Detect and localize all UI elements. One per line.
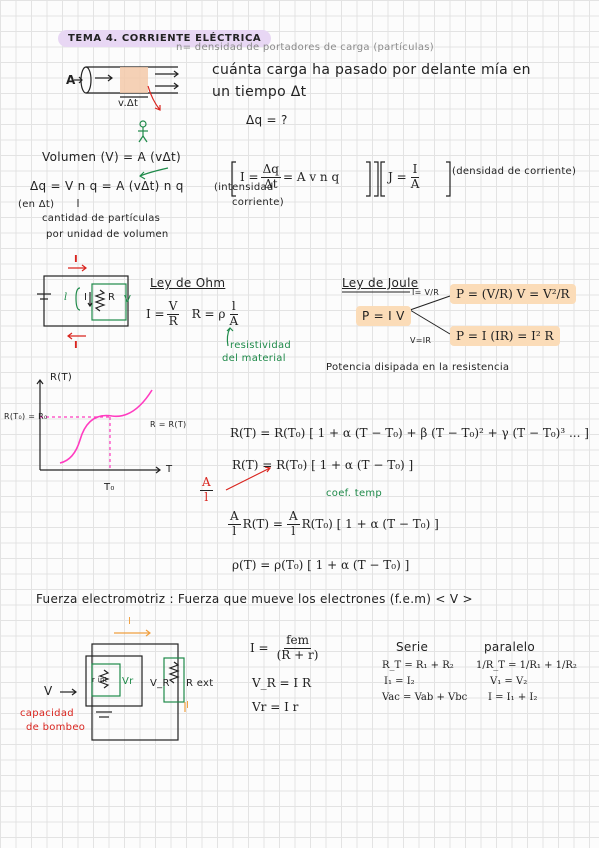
circuit2-rint: r int	[92, 676, 108, 684]
dq-formula: Δq = V n q = A (vΔt) n q	[30, 179, 184, 193]
page-title: TEMA 4. CORRIENTE ELÉCTRICA	[58, 30, 272, 47]
circuit2-current: I	[128, 616, 132, 627]
graph-t0-label: T₀	[104, 482, 115, 493]
circuit-current-top: I	[74, 254, 79, 265]
densidad-label: (densidad de corriente)	[452, 166, 577, 177]
circuit2-voltage: V	[44, 684, 53, 698]
question-line-1: cuánta carga ha pasado por delante mía e…	[212, 62, 531, 78]
joule-title: Ley de Joule	[342, 276, 419, 290]
fem-current-formula: I = fem(R + r)	[250, 633, 319, 662]
graph-curve-label: R = R(T)	[150, 420, 187, 429]
circuit-length: l	[64, 292, 68, 303]
circuit2-current-small: I	[186, 700, 190, 711]
ohm-title: Ley de Ohm	[150, 276, 226, 290]
potencia-label: Potencia disipada en la resistencia	[326, 362, 510, 373]
coef-temp-label: coef. temp	[326, 488, 383, 499]
graph-x-label: T	[166, 464, 173, 475]
circuit-current-bottom: I	[74, 340, 79, 351]
cantidad-line-2: por unidad de volumen	[46, 229, 169, 240]
circuit2-vR: V_R	[150, 678, 170, 689]
wire-vdt-label: v.Δt	[118, 98, 139, 109]
question-line-2: un tiempo Δt	[212, 84, 307, 100]
serie-resistance: R_T = R₁ + R₂	[382, 660, 454, 671]
joule-power-voltage: P = (V/R) V = V²/R	[450, 284, 576, 304]
resistance-temperature-linear: R(T) = R(T₀) [ 1 + α (T − T₀) ]	[232, 458, 414, 472]
fem-definition: Fuerza electromotriz : Fuerza que mueve …	[36, 592, 473, 606]
en-dt: (en Δt)	[18, 199, 55, 210]
observer-figure-icon	[138, 120, 148, 143]
cantidad-line-1: cantidad de partículas	[42, 213, 161, 224]
paralelo-voltage: V₁ = V₂	[490, 676, 528, 687]
circuit-fem	[60, 629, 186, 741]
capacidad-label-1: capacidad	[20, 708, 74, 719]
intensidad-label-2: corriente)	[232, 197, 284, 208]
joule-substitution-I: I= V/R	[412, 288, 440, 297]
circuit-resistor	[37, 264, 129, 340]
graph-y-label: R(T)	[50, 372, 73, 383]
circuit2-vr: Vr	[122, 676, 134, 687]
voltage-resistor-formula: V_R = I R	[252, 676, 311, 690]
note-n-density: n= densidad de portadores de carga (part…	[176, 42, 434, 53]
graph-r0-label: R(T₀) = R₀	[4, 412, 48, 421]
volumen-formula: Volumen (V) = A (vΔt)	[42, 150, 182, 164]
serie-title: Serie	[396, 640, 429, 654]
serie-voltage: Vac = Vab + Vbc	[382, 692, 468, 703]
circuit-current-mid: I	[84, 292, 88, 303]
wire-cylinder	[74, 66, 179, 111]
paralelo-resistance: 1/R_T = 1/R₁ + 1/R₂	[476, 660, 577, 671]
resistance-temperature-expansion: R(T) = R(T₀) [ 1 + α (T − T₀) + β (T − T…	[230, 426, 589, 440]
capacidad-label-2: de bombeo	[26, 722, 86, 733]
wire-area-label: A	[66, 73, 76, 87]
joule-substitution-V: V=IR	[410, 336, 432, 345]
serie-current: I₁ = I₂	[384, 676, 415, 687]
joule-power-current: P = I (IR) = I² R	[450, 326, 560, 346]
paralelo-current: I = I₁ + I₂	[488, 692, 538, 703]
dq-question: Δq = ?	[246, 113, 288, 127]
voltage-internal-formula: Vr = I r	[252, 700, 299, 714]
current-formula-bracket	[231, 161, 451, 197]
paralelo-title: paralelo	[484, 640, 536, 654]
resistividad-label-2: del material	[222, 353, 286, 364]
circuit2-rext: R ext	[186, 678, 214, 689]
joule-power: P = I V	[356, 306, 411, 326]
resistivity-temperature: ρ(T) = ρ(T₀) [ 1 + α (T − T₀) ]	[232, 558, 410, 572]
intensidad-label-1: (intensidad	[214, 182, 274, 193]
resistividad-label-1: resistividad	[230, 340, 292, 351]
resistance-temperature-graph	[36, 379, 161, 474]
circuit-voltage: V	[124, 294, 132, 305]
circuit-resistor-label: R	[108, 292, 116, 303]
